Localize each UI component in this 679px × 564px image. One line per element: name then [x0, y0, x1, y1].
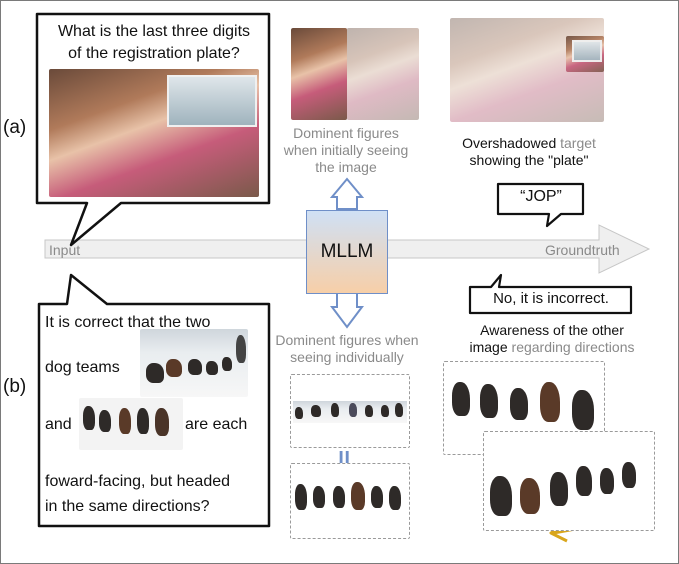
mllm-box: MLLM: [306, 210, 388, 294]
mllm-label: MLLM: [320, 241, 374, 262]
question-b-line-5: in the same directions?: [45, 498, 210, 515]
question-b-line-3-post: are each: [185, 416, 248, 433]
axis-groundtruth-label: Groundtruth: [545, 242, 620, 258]
direction-image-lower: [483, 431, 655, 531]
top-middle-caption: Dominent figures when initially seeing t…: [263, 125, 429, 176]
top-middle-caption-line-2: when initially seeing: [283, 142, 409, 158]
overshadowed-word: Overshadowed: [462, 135, 557, 151]
dog-team-image-1: [140, 329, 248, 397]
bottom-middle-caption-line-2: seeing individually: [290, 349, 404, 365]
question-a-line-1: What is the last three digits: [57, 23, 251, 40]
row-label-b: (b): [3, 376, 27, 397]
bottom-right-caption: Awareness of the other image regarding d…: [447, 322, 657, 356]
image-word: image: [469, 339, 508, 355]
dog-team-image-2: [79, 398, 183, 450]
overshadowed-target-image: [450, 18, 604, 122]
question-b-line-2: dog teams: [45, 359, 120, 376]
answer-b-bubble: [468, 273, 633, 315]
answer-a-bubble: [496, 182, 585, 228]
axis-input-label: Input: [49, 242, 81, 258]
top-right-caption-line-1: Overshadowed target: [439, 135, 619, 152]
question-a-image: [49, 69, 259, 197]
row-label-a: (a): [3, 117, 27, 138]
bottom-right-caption-line-2: image regarding directions: [447, 339, 657, 356]
target-word: target: [560, 135, 596, 151]
individual-image-1: [290, 374, 410, 448]
answer-a-text: “JOP”: [520, 188, 562, 205]
question-b-line-1: It is correct that the two: [45, 314, 211, 331]
top-right-caption-line-2: showing the "plate": [469, 152, 589, 168]
question-b-line-4: foward-facing, but headed: [45, 473, 231, 490]
bottom-middle-caption-line-1: Dominent figures when: [275, 332, 419, 348]
answer-b-text: No, it is incorrect.: [493, 290, 609, 307]
question-a-line-2: of the registration plate?: [68, 45, 240, 62]
top-middle-caption-line-1: Dominent figures: [293, 125, 399, 141]
up-arrow: [329, 177, 365, 210]
dominant-figure-image-a: [291, 28, 419, 120]
question-a-text: What is the last three digits of the reg…: [41, 21, 267, 65]
question-b-line-3-pre: and: [45, 416, 72, 433]
bottom-middle-caption: Dominent figures when seeing individuall…: [265, 332, 429, 366]
down-arrow: [330, 292, 364, 329]
individual-image-2: [290, 463, 410, 539]
top-right-caption: Overshadowed target showing the "plate": [439, 135, 619, 169]
top-middle-caption-line-3: the image: [315, 159, 377, 175]
regarding-directions-text: regarding directions: [511, 339, 635, 355]
bottom-right-caption-line-1: Awareness of the other: [480, 322, 624, 338]
